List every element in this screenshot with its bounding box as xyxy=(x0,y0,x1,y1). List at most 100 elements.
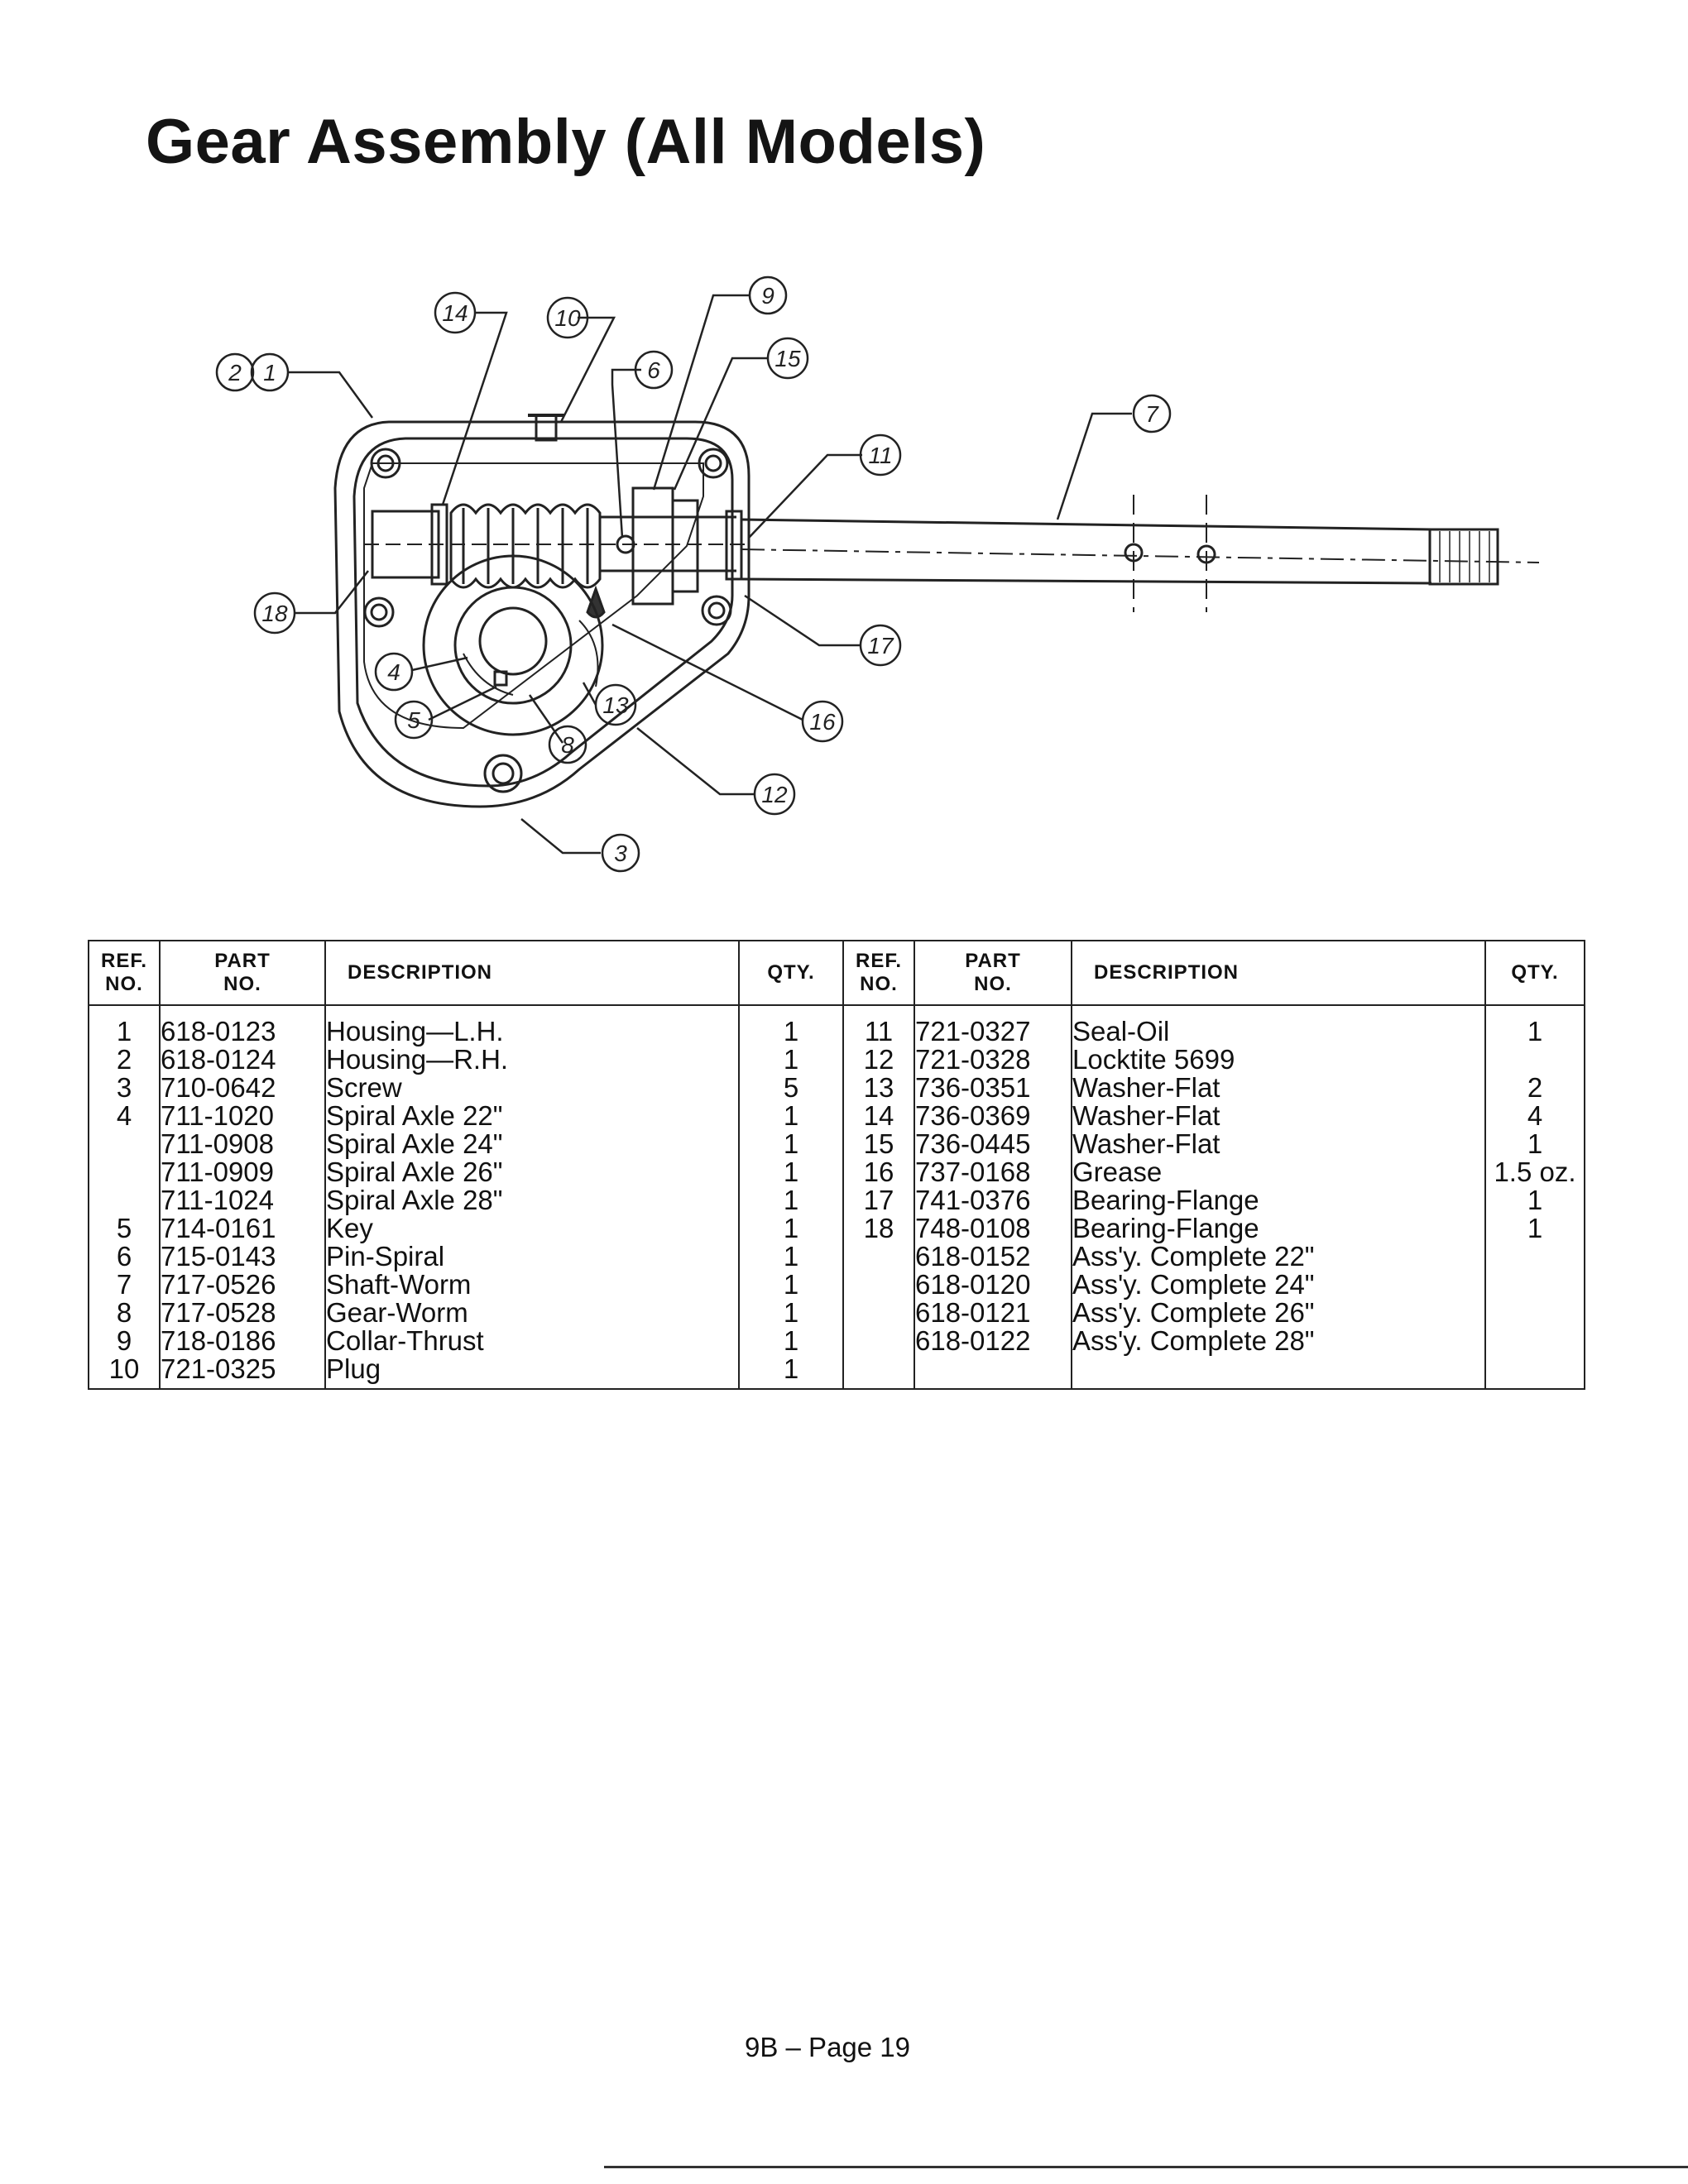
table-cell: 618-0123 xyxy=(161,1016,276,1046)
table-cell: 1 xyxy=(783,1016,799,1046)
table-cell: 11 xyxy=(864,1016,894,1046)
table-cell: 3 xyxy=(116,1072,132,1103)
table-cell: 16 xyxy=(863,1157,894,1187)
table-cell: 618-0122 xyxy=(915,1325,1031,1356)
callout-16-label: 16 xyxy=(809,709,836,735)
gear-wheel-inner xyxy=(453,586,573,705)
table-cell: Grease xyxy=(1072,1157,1163,1187)
table-cell: Plug xyxy=(326,1353,381,1384)
table-cell: 717-0526 xyxy=(161,1269,276,1300)
callout-10-label: 10 xyxy=(554,305,581,331)
callout-7-label: 7 xyxy=(1145,401,1159,427)
header-ref-no: REF.NO. xyxy=(88,940,161,1006)
table-cell: Gear-Worm xyxy=(326,1297,468,1328)
table-cell: Screw xyxy=(326,1072,402,1103)
callout-11 xyxy=(859,433,902,477)
table-cell: 13 xyxy=(863,1072,894,1103)
table-cell: 717-0528 xyxy=(161,1297,276,1328)
table-cell: Collar-Thrust xyxy=(326,1325,484,1356)
callout-3-label: 3 xyxy=(614,841,627,866)
table-cell: 5 xyxy=(116,1213,132,1243)
table-cell: 1 xyxy=(1527,1128,1543,1159)
callout-14 xyxy=(434,291,477,334)
table-cell: 1 xyxy=(783,1269,799,1300)
table-cell: Spiral Axle 24" xyxy=(326,1128,503,1159)
table-cell: Ass'y. Complete 28" xyxy=(1072,1325,1315,1356)
table-cell: 1 xyxy=(783,1325,799,1356)
table-cell: 5 xyxy=(783,1072,799,1103)
table-cell xyxy=(1486,1243,1584,1271)
table-cell: 15 xyxy=(863,1128,894,1159)
housing-outline xyxy=(333,420,750,808)
callout-6 xyxy=(634,350,674,390)
table-cell: 748-0108 xyxy=(915,1213,1031,1243)
header-qty-2: QTY. xyxy=(1484,940,1585,1006)
callout-17 xyxy=(859,624,902,667)
table-cell: 10 xyxy=(108,1353,140,1384)
callout-16 xyxy=(801,700,844,743)
table-cell: 711-0908 xyxy=(161,1128,275,1159)
table-cell xyxy=(89,1130,159,1158)
callout-2-label: 2 xyxy=(228,360,242,386)
worm-shaft xyxy=(741,518,1432,531)
callout-5-label: 5 xyxy=(407,707,420,733)
table-cell: 7 xyxy=(116,1269,132,1300)
table-cell: 1 xyxy=(783,1128,799,1159)
table-cell: 721-0327 xyxy=(915,1016,1031,1046)
callout-12 xyxy=(753,773,796,816)
table-cell: 12 xyxy=(863,1044,894,1075)
table-cell xyxy=(844,1327,914,1355)
table-cell: 1 xyxy=(783,1297,799,1328)
table-cell: Pin-Spiral xyxy=(326,1241,445,1272)
table-cell: 9 xyxy=(116,1325,132,1356)
table-cell: 6 xyxy=(116,1241,132,1272)
table-cell: 711-1024 xyxy=(161,1185,275,1215)
table-cell: Spiral Axle 22" xyxy=(326,1100,503,1131)
table-cell: 2 xyxy=(1527,1072,1543,1103)
table-cell: 741-0376 xyxy=(915,1185,1031,1215)
header-qty: QTY. xyxy=(738,940,844,1006)
table-cell: 1 xyxy=(783,1044,799,1075)
callout-9-label: 9 xyxy=(761,283,774,309)
table-cell: 737-0168 xyxy=(915,1157,1031,1187)
table-cell xyxy=(1486,1046,1584,1074)
callout-14-label: 14 xyxy=(442,300,468,326)
page-number: 9B – Page 19 xyxy=(745,2032,910,2062)
header-ref-no-2: REF.NO. xyxy=(842,940,915,1006)
housing-inner-outline xyxy=(352,437,734,788)
table-cell: Locktite 5699 xyxy=(1072,1044,1235,1075)
table-cell xyxy=(89,1158,159,1186)
table-cell xyxy=(844,1271,914,1299)
table-cell: 14 xyxy=(863,1100,894,1131)
table-cell: Ass'y. Complete 24" xyxy=(1072,1269,1315,1300)
callout-4-label: 4 xyxy=(387,659,400,685)
worm-gear-coils xyxy=(449,503,602,589)
key xyxy=(493,670,508,687)
bolt-hole-mid-left xyxy=(363,596,395,628)
table-cell: 736-0445 xyxy=(915,1128,1031,1159)
table-cell: 1 xyxy=(1527,1213,1543,1243)
callout-2 xyxy=(215,352,255,392)
table-cell: Housing—L.H. xyxy=(326,1016,504,1046)
callout-7 xyxy=(1132,394,1172,433)
table-cell: 4 xyxy=(1527,1100,1543,1131)
table-cell: Washer-Flat xyxy=(1072,1100,1220,1131)
table-cell: 711-1020 xyxy=(161,1100,275,1131)
bottom-divider xyxy=(604,2166,1688,2168)
table-cell: 736-0351 xyxy=(915,1072,1031,1103)
table-cell: 710-0642 xyxy=(161,1072,276,1103)
table-cell xyxy=(844,1243,914,1271)
table-cell: 618-0124 xyxy=(161,1044,276,1075)
table-cell: 736-0369 xyxy=(915,1100,1031,1131)
table-cell: Spiral Axle 26" xyxy=(326,1157,503,1187)
table-cell: 1 xyxy=(1527,1016,1543,1046)
header-description-2: DESCRIPTION xyxy=(1071,940,1486,1006)
page-title: Gear Assembly (All Models) xyxy=(146,107,986,177)
table-cell: Spiral Axle 28" xyxy=(326,1185,503,1215)
